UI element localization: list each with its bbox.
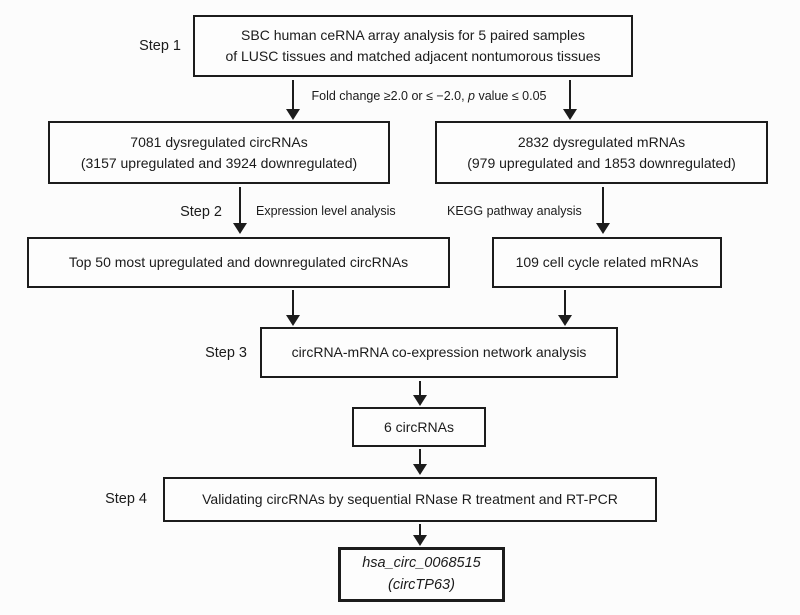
arrow-head-icon bbox=[563, 109, 577, 120]
final-circrna-box: hsa_circ_0068515 (circTP63) bbox=[338, 547, 505, 602]
fold-change-label-post: value ≤ 0.05 bbox=[474, 89, 547, 103]
arrow-shaft bbox=[568, 80, 572, 112]
validation-box: Validating circRNAs by sequential RNase … bbox=[163, 477, 657, 522]
arrow-mrna-to-cellcycle bbox=[595, 187, 611, 234]
arrow-head-icon bbox=[413, 395, 427, 406]
dysregulated-mrnas-box: 2832 dysregulated mRNAs (979 upregulated… bbox=[435, 121, 768, 184]
arrow-top50-to-network bbox=[285, 290, 301, 326]
dysregulated-circrnas-box: 7081 dysregulated circRNAs (3157 upregul… bbox=[48, 121, 390, 184]
fold-change-filter-label: Fold change ≥2.0 or ≤ −2.0, p value ≤ 0.… bbox=[279, 89, 579, 103]
kegg-analysis-label: KEGG pathway analysis bbox=[447, 204, 582, 218]
arrow-shaft bbox=[291, 290, 295, 318]
arrow-head-icon bbox=[233, 223, 247, 234]
arrow-head-icon bbox=[558, 315, 572, 326]
arrow-circrna-to-top50 bbox=[232, 187, 248, 234]
arrow-shaft bbox=[291, 80, 295, 112]
step1-label: Step 1 bbox=[139, 38, 181, 54]
dysregulated-mrnas-text: 2832 dysregulated mRNAs (979 upregulated… bbox=[467, 133, 736, 171]
arrow-shaft bbox=[238, 187, 242, 226]
dysregulated-circrnas-text: 7081 dysregulated circRNAs (3157 upregul… bbox=[80, 133, 358, 171]
arrow-network-to-six bbox=[412, 381, 428, 406]
six-circrnas-box: 6 circRNAs bbox=[352, 407, 486, 447]
validation-text: Validating circRNAs by sequential RNase … bbox=[202, 491, 618, 508]
arrow-head-icon bbox=[596, 223, 610, 234]
cell-cycle-mrnas-box: 109 cell cycle related mRNAs bbox=[492, 237, 722, 288]
arrow-validation-to-final bbox=[412, 524, 428, 546]
fold-change-label-p-italic: p bbox=[468, 89, 475, 103]
fold-change-label-pre: Fold change ≥2.0 or ≤ −2.0, bbox=[311, 89, 469, 103]
step4-label: Step 4 bbox=[105, 491, 147, 507]
arrow-head-icon bbox=[286, 109, 300, 120]
step3-label: Step 3 bbox=[205, 345, 247, 361]
six-circrnas-text: 6 circRNAs bbox=[383, 418, 454, 435]
step2-label: Step 2 bbox=[180, 204, 222, 220]
final-circrna-text: hsa_circ_0068515 (circTP63) bbox=[362, 555, 481, 593]
arrow-shaft bbox=[418, 381, 422, 398]
array-analysis-text: SBC human ceRNA array analysis for 5 pai… bbox=[225, 27, 601, 64]
arrow-array-to-mrna bbox=[562, 80, 578, 120]
top50-circrnas-text: Top 50 most upregulated and downregulate… bbox=[68, 254, 409, 271]
coexpression-network-box: circRNA-mRNA co-expression network analy… bbox=[260, 327, 618, 378]
arrow-head-icon bbox=[413, 464, 427, 475]
top50-circrnas-box: Top 50 most upregulated and downregulate… bbox=[27, 237, 450, 288]
arrow-six-to-validation bbox=[412, 449, 428, 475]
arrow-cellcycle-to-network bbox=[557, 290, 573, 326]
arrow-shaft bbox=[563, 290, 567, 318]
array-analysis-box: SBC human ceRNA array analysis for 5 pai… bbox=[193, 15, 633, 77]
arrow-shaft bbox=[418, 524, 422, 538]
arrow-shaft bbox=[601, 187, 605, 226]
arrow-head-icon bbox=[286, 315, 300, 326]
arrow-shaft bbox=[418, 449, 422, 467]
arrow-array-to-circrna bbox=[285, 80, 301, 120]
coexpression-network-text: circRNA-mRNA co-expression network analy… bbox=[291, 344, 587, 361]
cell-cycle-mrnas-text: 109 cell cycle related mRNAs bbox=[515, 254, 699, 271]
arrow-head-icon bbox=[413, 535, 427, 546]
expression-analysis-label: Expression level analysis bbox=[256, 204, 396, 218]
